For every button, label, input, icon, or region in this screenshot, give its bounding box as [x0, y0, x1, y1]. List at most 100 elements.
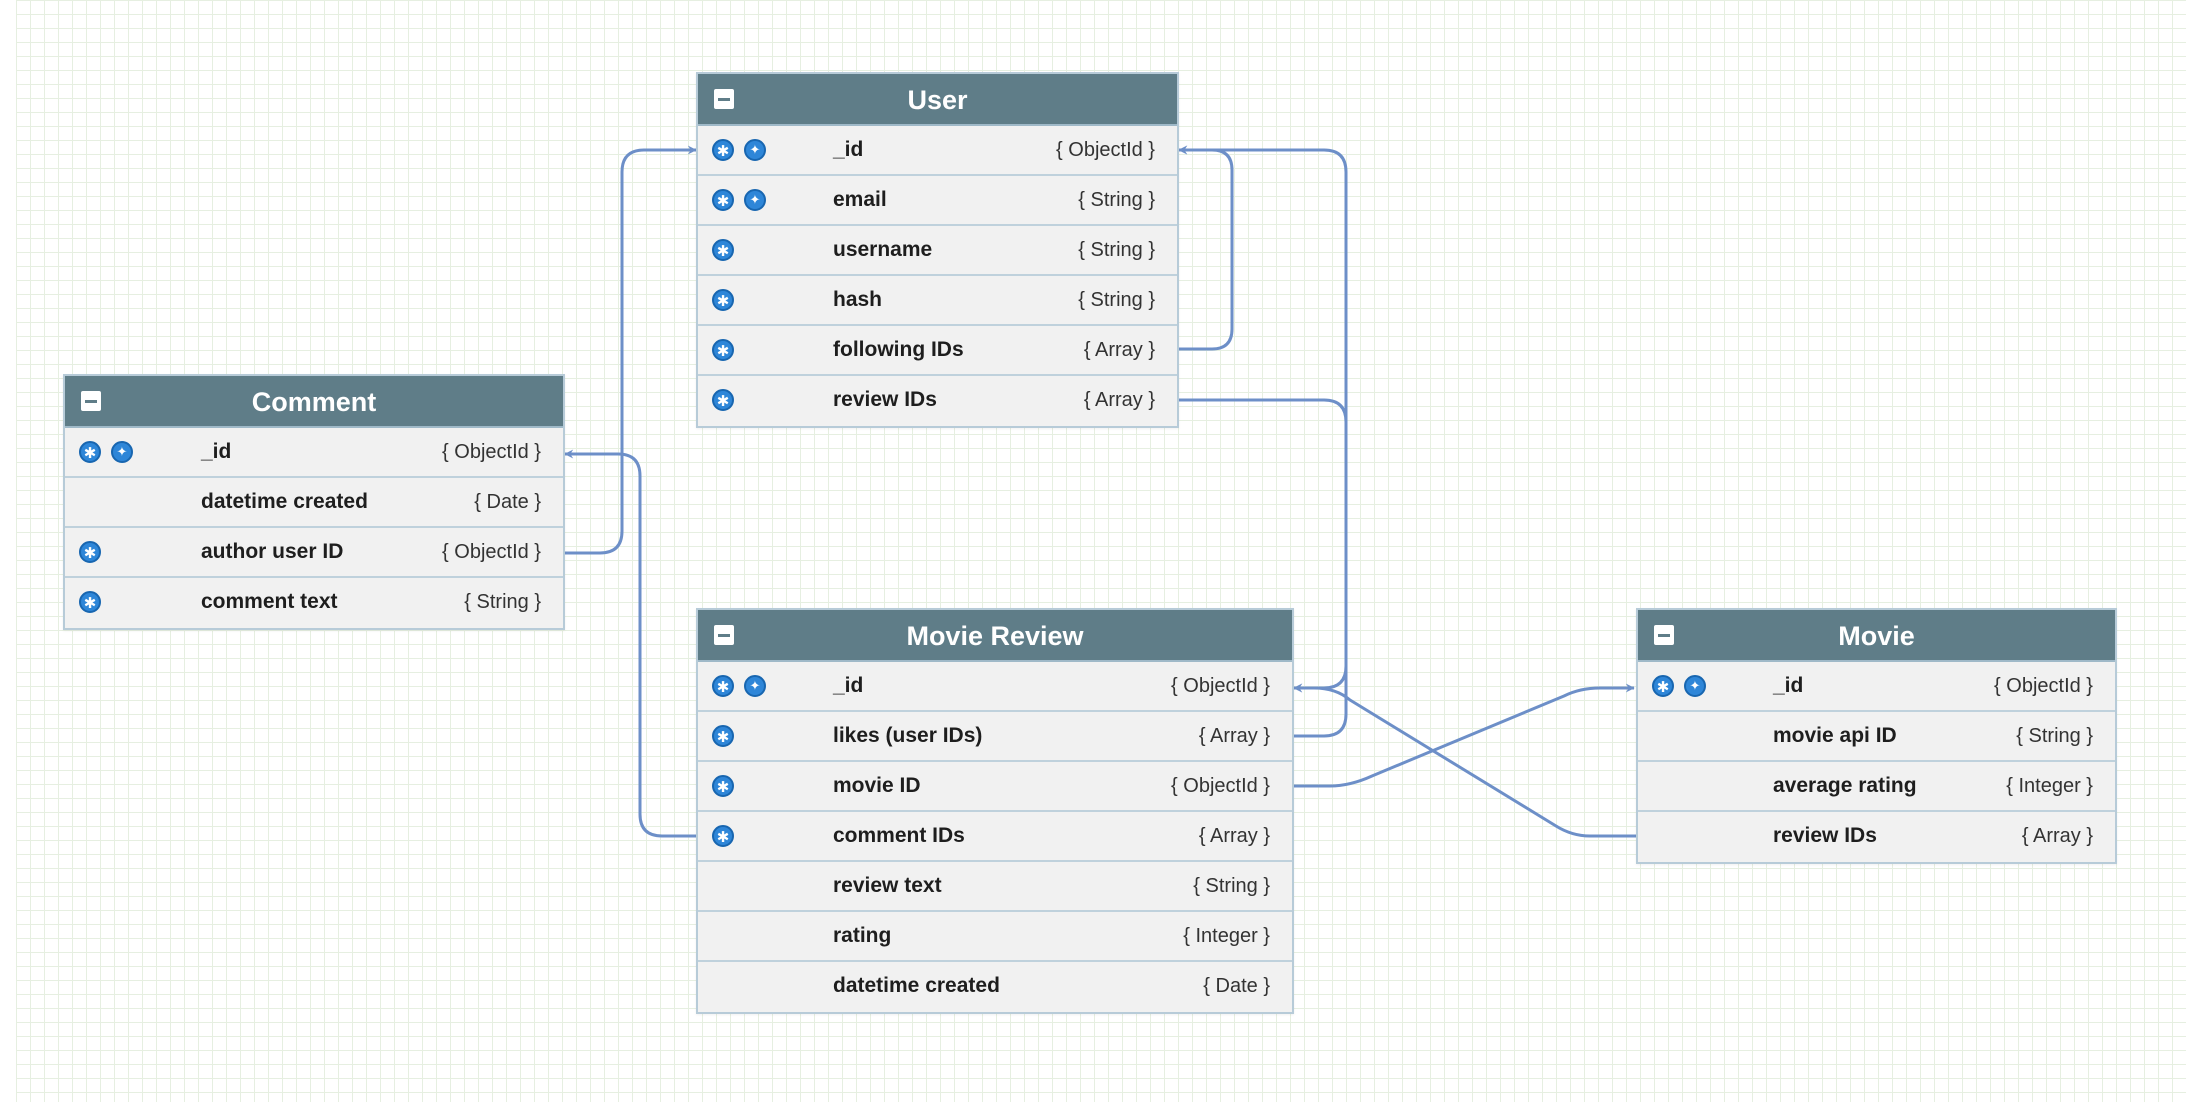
table-comment[interactable]: Comment _id { ObjectId } datetime create… [63, 374, 565, 630]
field-row[interactable]: datetime created { Date } [698, 962, 1292, 1012]
field-type: { Array } [1083, 389, 1155, 411]
field-type: { String } [1078, 189, 1155, 211]
field-row[interactable]: _id { ObjectId } [698, 126, 1177, 176]
field-row[interactable]: review IDs { Array } [1638, 812, 2115, 862]
table-header[interactable]: Movie [1638, 610, 2115, 662]
field-row[interactable]: email { String } [698, 176, 1177, 226]
table-title: User [907, 85, 968, 115]
link-movie-reviews-to-review [1293, 683, 1636, 838]
field-row[interactable]: average rating { Integer } [1638, 762, 2115, 812]
field-type: { Array } [1198, 825, 1270, 847]
collapse-icon[interactable] [1654, 625, 1674, 645]
field-type: { String } [2016, 725, 2093, 747]
field-name: average rating [1773, 774, 1917, 797]
link-review-comments-to-comment [564, 449, 696, 838]
field-row[interactable]: rating { Integer } [698, 912, 1292, 962]
field-marker-icon [712, 239, 734, 262]
field-row[interactable]: movie api ID { String } [1638, 712, 2115, 762]
field-row[interactable]: comment text { String } [65, 578, 563, 628]
field-name: _id [833, 138, 864, 161]
field-name: comment text [201, 590, 338, 613]
canvas-left-margin [0, 0, 16, 1118]
field-type: { Date } [1203, 975, 1270, 997]
field-row[interactable]: _id { ObjectId } [65, 428, 563, 478]
field-marker-icon [712, 389, 734, 412]
key-icon [744, 139, 766, 162]
field-name: email [833, 188, 887, 211]
table-movie[interactable]: Movie _id { ObjectId } movie api ID { St… [1636, 608, 2117, 864]
field-marker-icon [712, 289, 734, 312]
field-marker-icon [712, 339, 734, 362]
field-marker-icon [79, 441, 101, 464]
field-marker-icon [79, 591, 101, 614]
field-marker-icon [79, 541, 101, 564]
table-movie-review[interactable]: Movie Review _id { ObjectId } likes (use… [696, 608, 1294, 1014]
field-type: { ObjectId } [442, 441, 541, 463]
field-name: review IDs [833, 388, 937, 411]
field-marker-icon [712, 675, 734, 698]
field-type: { Array } [2021, 825, 2093, 847]
field-row[interactable]: review text { String } [698, 862, 1292, 912]
key-icon [744, 675, 766, 698]
field-type: { Date } [474, 491, 541, 513]
field-name: rating [833, 924, 892, 947]
field-type: { String } [1078, 289, 1155, 311]
field-type: { ObjectId } [442, 541, 541, 563]
collapse-icon[interactable] [714, 625, 734, 645]
field-name: _id [833, 674, 864, 697]
field-type: { ObjectId } [1171, 675, 1270, 697]
field-row[interactable]: author user ID { ObjectId } [65, 528, 563, 578]
field-marker-icon [712, 825, 734, 848]
field-marker-icon [712, 139, 734, 162]
field-name: comment IDs [833, 824, 965, 847]
field-marker-icon [1652, 675, 1674, 698]
table-header[interactable]: Movie Review [698, 610, 1292, 662]
field-type: { Array } [1198, 725, 1270, 747]
link-review-movie-to-movie [1292, 683, 1635, 788]
key-icon [1684, 675, 1706, 698]
table-title: Movie Review [906, 621, 1084, 651]
table-header[interactable]: User [698, 74, 1177, 126]
field-name: review IDs [1773, 824, 1877, 847]
field-name: likes (user IDs) [833, 724, 983, 747]
field-name: _id [1773, 674, 1804, 697]
field-marker-icon [712, 725, 734, 748]
link-comment-author-to-user [563, 145, 697, 555]
collapse-icon[interactable] [81, 391, 101, 411]
field-type: { String } [1193, 875, 1270, 897]
field-type: { Integer } [1183, 925, 1270, 947]
field-name: movie api ID [1773, 724, 1897, 747]
field-type: { Array } [1083, 339, 1155, 361]
collapse-icon[interactable] [714, 89, 734, 109]
field-row[interactable]: following IDs { Array } [698, 326, 1177, 376]
field-row[interactable]: likes (user IDs) { Array } [698, 712, 1292, 762]
field-row[interactable]: review IDs { Array } [698, 376, 1177, 426]
field-row[interactable]: datetime created { Date } [65, 478, 563, 528]
table-user[interactable]: User _id { ObjectId } email { String } u… [696, 72, 1179, 428]
field-name: hash [833, 288, 883, 311]
key-icon [744, 189, 766, 212]
field-type: { ObjectId } [1994, 675, 2093, 697]
table-header[interactable]: Comment [65, 376, 563, 428]
field-type: { ObjectId } [1056, 139, 1155, 161]
field-name: review text [833, 874, 942, 897]
field-name: movie ID [833, 774, 921, 797]
field-marker-icon [712, 775, 734, 798]
field-type: { Integer } [2006, 775, 2093, 797]
canvas-bottom-margin [0, 1102, 2186, 1118]
field-name: author user ID [201, 540, 344, 563]
field-name: following IDs [833, 338, 964, 361]
field-row[interactable]: _id { ObjectId } [1638, 662, 2115, 712]
field-row[interactable]: hash { String } [698, 276, 1177, 326]
field-marker-icon [712, 189, 734, 212]
field-row[interactable]: movie ID { ObjectId } [698, 762, 1292, 812]
field-row[interactable]: _id { ObjectId } [698, 662, 1292, 712]
field-name: _id [201, 440, 232, 463]
link-user-following-to-user [1177, 145, 1234, 351]
field-name: datetime created [833, 974, 1000, 997]
field-row[interactable]: comment IDs { Array } [698, 812, 1292, 862]
field-row[interactable]: username { String } [698, 226, 1177, 276]
key-icon [111, 441, 133, 464]
table-title: Comment [251, 387, 377, 417]
table-title: Movie [1838, 621, 1915, 651]
